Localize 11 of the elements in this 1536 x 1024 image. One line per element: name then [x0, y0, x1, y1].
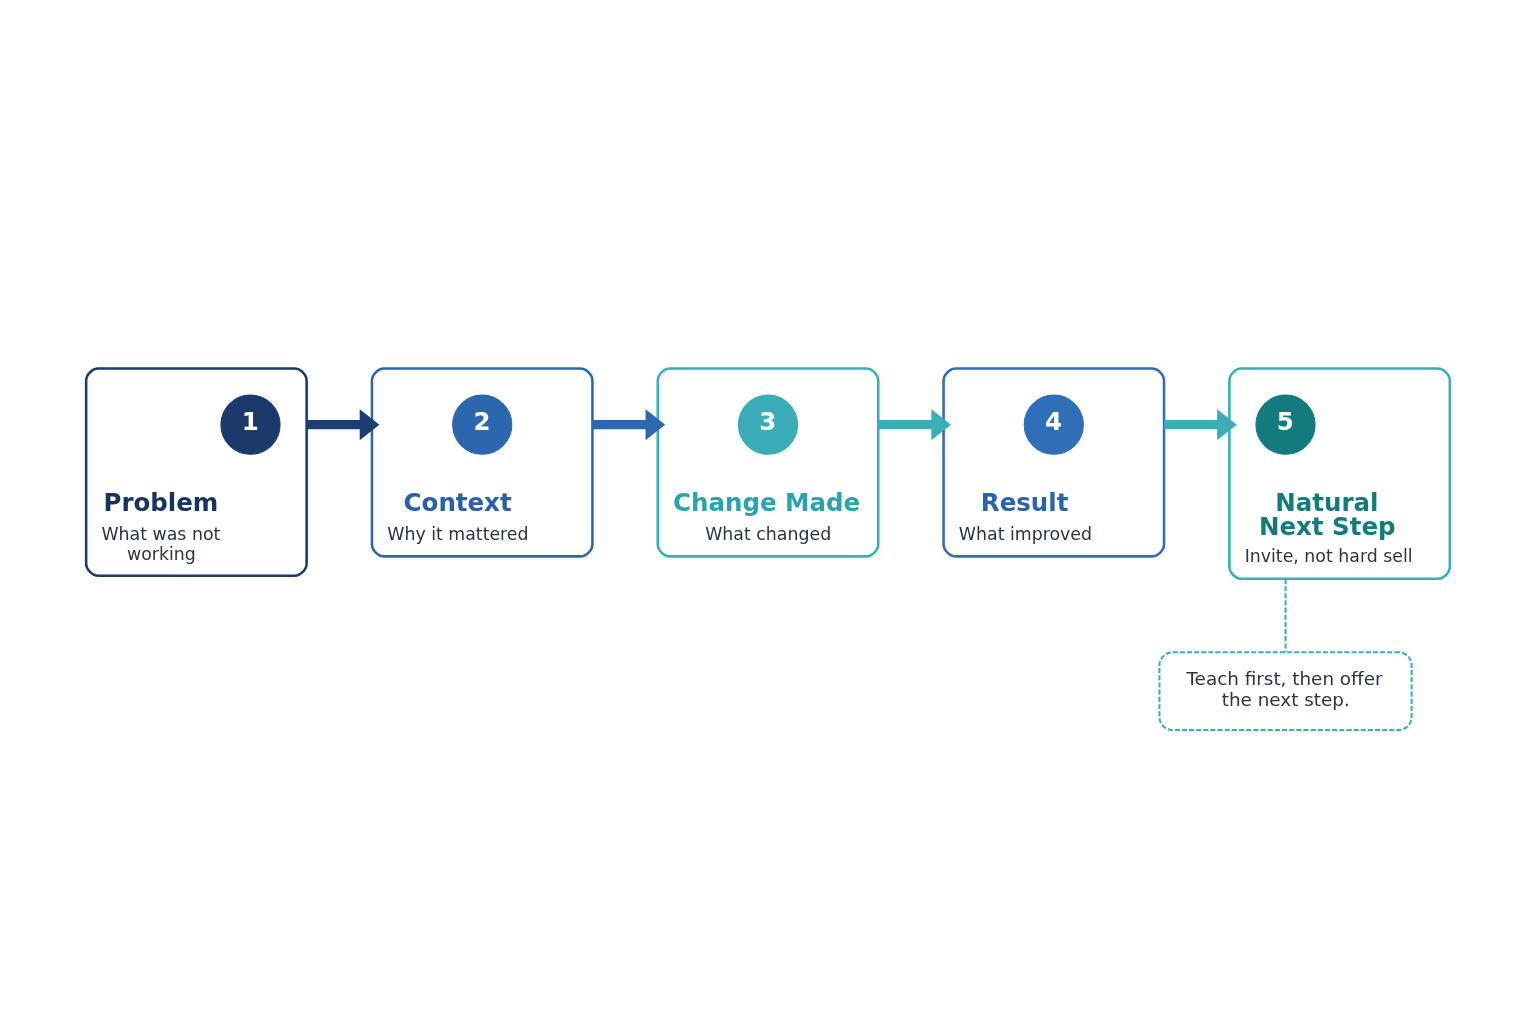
node-circle: 4 — [1023, 394, 1084, 455]
node-box: Teach first, then offer the next step. — [1158, 650, 1413, 731]
arrow — [592, 408, 666, 440]
node-circle: 3 — [737, 394, 799, 455]
node-circle: 1 — [220, 394, 281, 455]
connector — [1284, 578, 1287, 652]
node-circle: 5 — [1255, 394, 1316, 455]
arrow — [306, 408, 380, 440]
arrow — [878, 408, 951, 440]
arrow — [1164, 408, 1237, 440]
node-circle: 2 — [452, 394, 513, 455]
